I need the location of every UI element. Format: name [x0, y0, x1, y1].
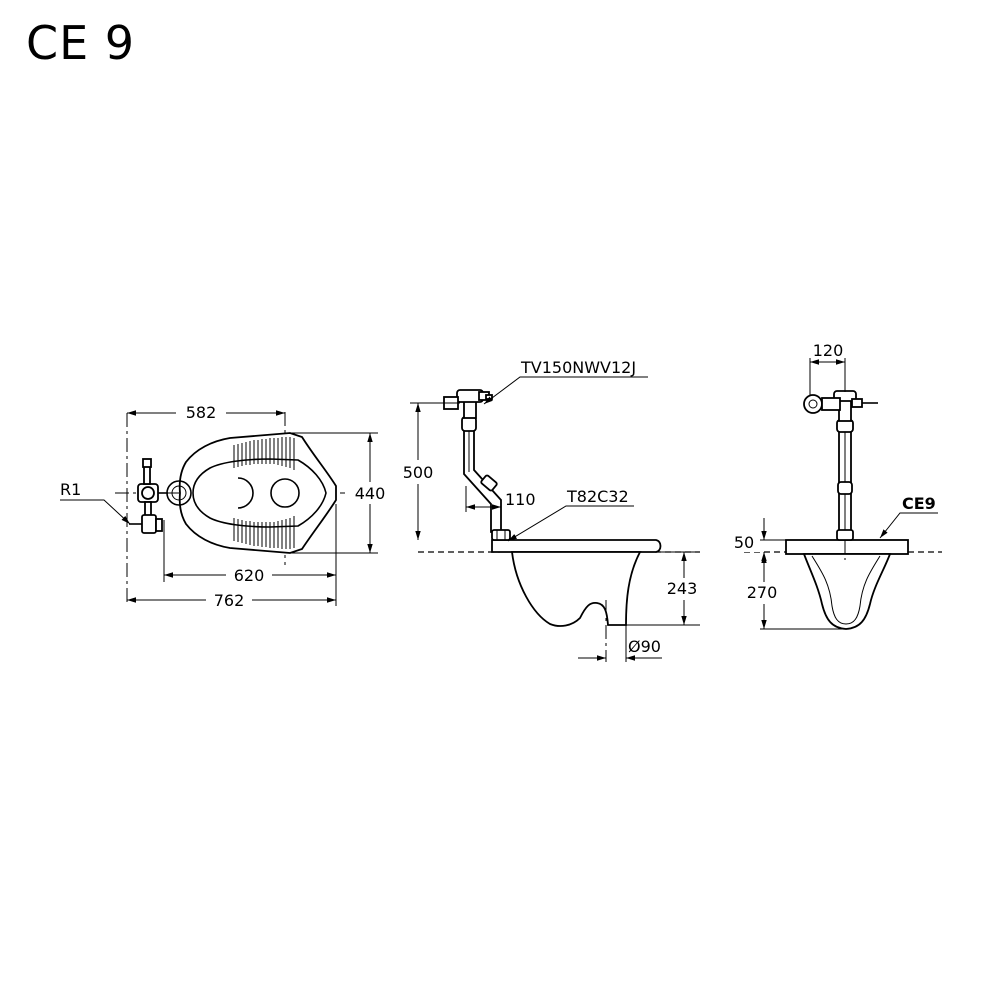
pan-bowl: [192, 458, 327, 528]
label-flush-valve: TV150NWV12J: [520, 358, 636, 377]
flush-pipe-side: [443, 389, 511, 541]
dim-440: 440: [355, 484, 386, 503]
flush-pipe-front: [803, 390, 878, 541]
dim-110: 110: [505, 490, 536, 509]
dim-582: 582: [186, 403, 217, 422]
front-view: 120 50 270 CE9: [730, 341, 942, 630]
dim-243: 243: [667, 579, 698, 598]
dim-620: 620: [234, 566, 265, 585]
dim-diameter-90: Ø90: [628, 637, 661, 656]
pan-rim-front: [785, 539, 909, 555]
pan-body-front: [802, 553, 892, 630]
flush-valve-plan: [129, 458, 168, 534]
dim-50: 50: [734, 533, 754, 552]
page-title: CE 9: [26, 16, 136, 70]
label-connector: T82C32: [566, 487, 629, 506]
plan-view: 582 620 762 440 R1: [60, 401, 388, 610]
label-r1: R1: [60, 480, 81, 499]
outlet-circle: [270, 478, 300, 508]
side-view: 500 110 243 Ø90 TV150NWV12J T82C32: [398, 358, 702, 662]
dim-500: 500: [403, 463, 434, 482]
dim-120: 120: [813, 341, 844, 360]
pan-rim-side: [491, 539, 662, 553]
pan-body-side: [510, 551, 642, 627]
dim-762: 762: [214, 591, 245, 610]
dim-270: 270: [747, 583, 778, 602]
foot-tread-bottom: [233, 516, 295, 549]
foot-tread-top: [233, 437, 295, 470]
pan-outline: [178, 432, 337, 554]
label-model: CE9: [902, 494, 936, 513]
